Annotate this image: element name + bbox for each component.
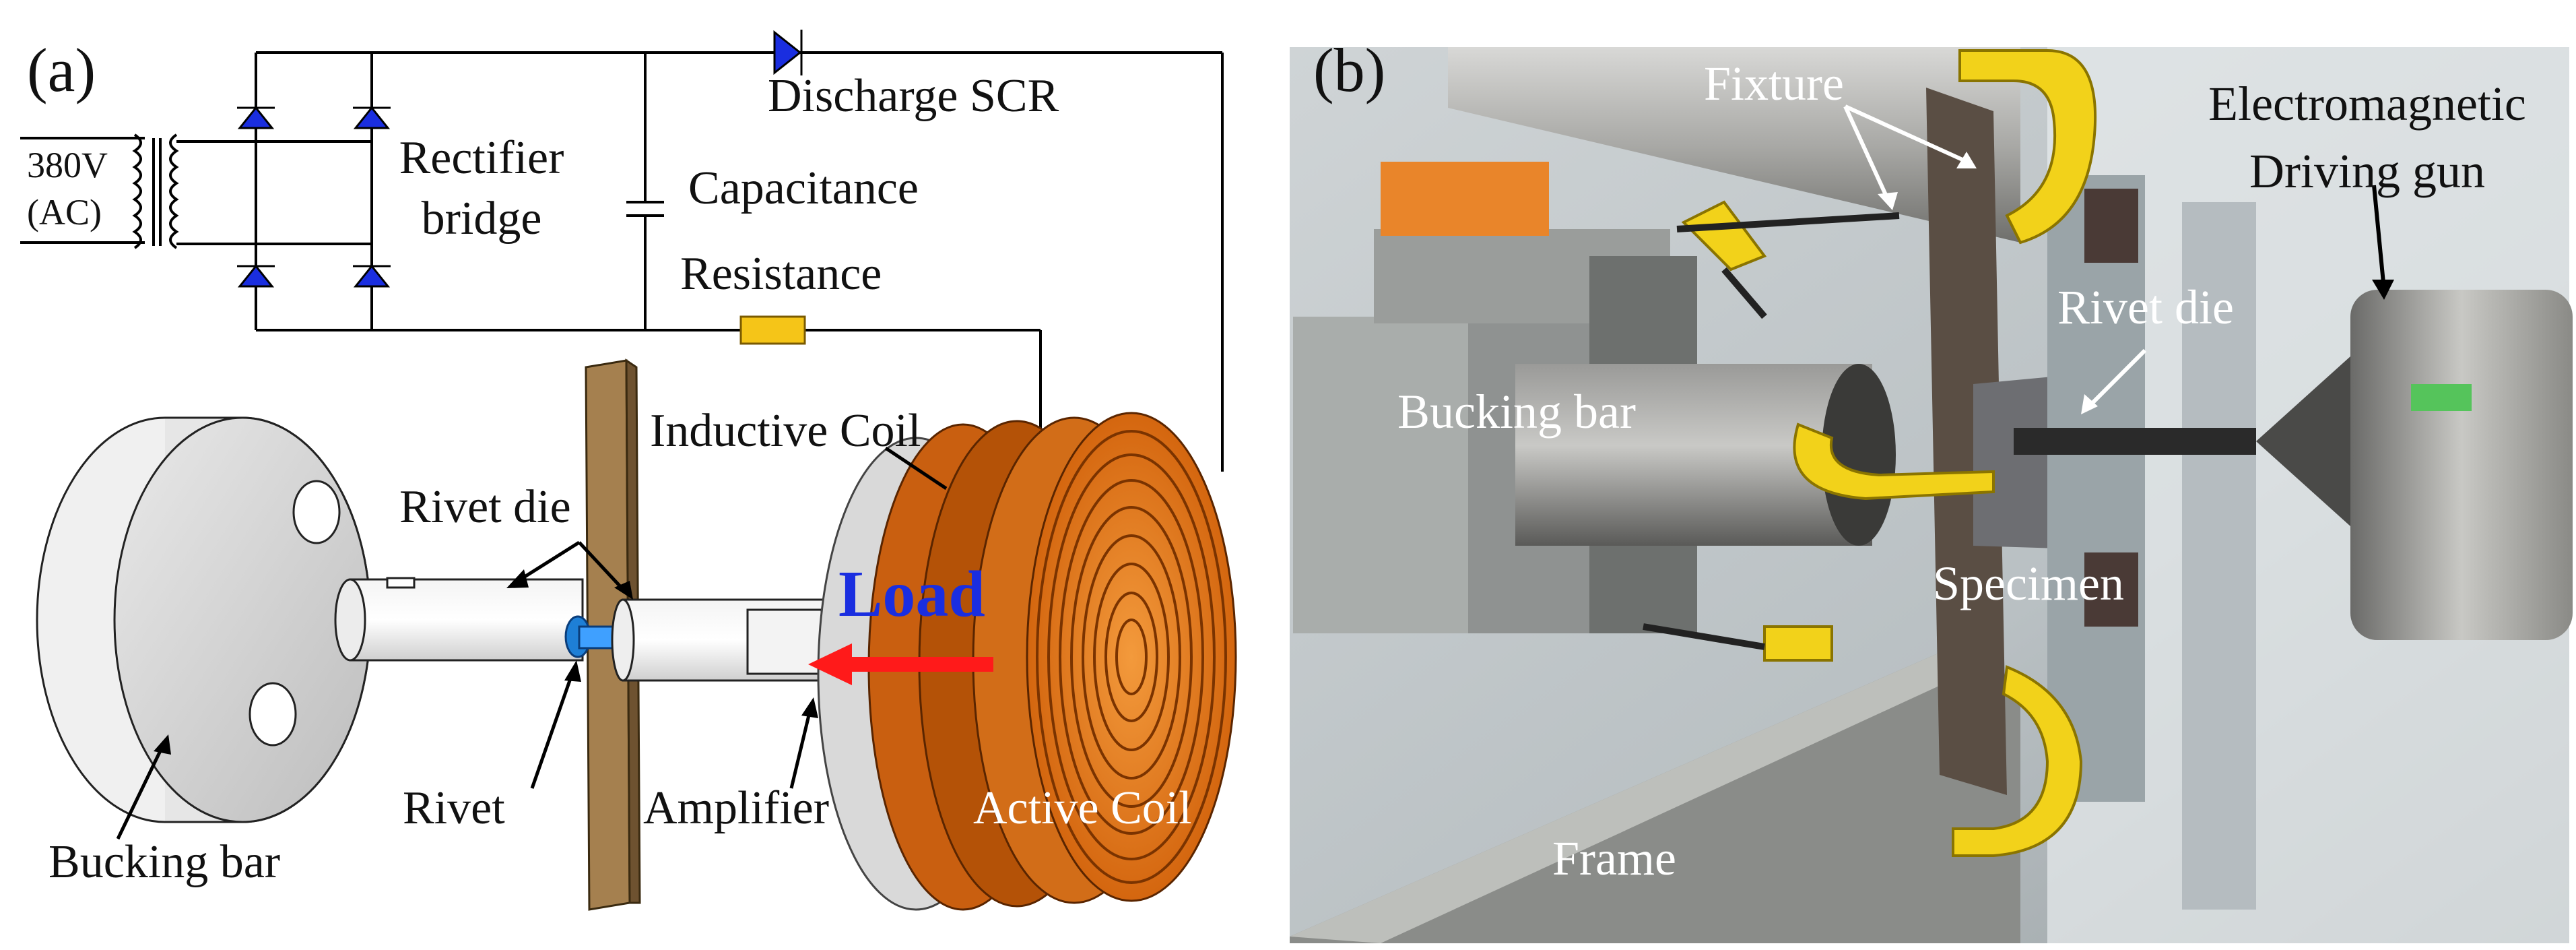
- bucking-bar-label-a: Bucking bar: [48, 836, 281, 888]
- electromagnetic-label-line1: Electromagnetic: [2208, 77, 2526, 131]
- resistance-label: Resistance: [680, 248, 882, 300]
- rivet-label: Rivet: [403, 782, 505, 834]
- amplifier-label: Amplifier: [643, 782, 830, 834]
- panel-b-letter: (b): [1313, 36, 1386, 104]
- rectifier-diodes: [237, 30, 803, 288]
- panel-a-amplifier: [611, 592, 843, 689]
- panel-a-bucking-bar-3d: [36, 416, 584, 823]
- voltage-type-label: (AC): [27, 192, 102, 232]
- specimen-label: Specimen: [1933, 557, 2124, 610]
- panel-a-arrowheads: [154, 569, 818, 755]
- resistor-symbol: [739, 315, 806, 345]
- bucking-bar-label-b: Bucking bar: [1397, 385, 1636, 439]
- panel-a-letter: (a): [27, 36, 96, 104]
- discharge-scr-label: Discharge SCR: [768, 70, 1059, 122]
- panel-b-arrowheads: [1878, 152, 2394, 414]
- rivet-die-label-b: Rivet die: [2057, 280, 2234, 334]
- panel-b-leader-lines: [1843, 104, 2147, 410]
- load-arrow: [808, 643, 993, 685]
- frame-label: Frame: [1552, 831, 1676, 885]
- capacitance-label: Capacitance: [688, 162, 919, 214]
- rivet-die-label-a: Rivet die: [399, 481, 571, 533]
- rectifier-label-line2: bridge: [421, 193, 542, 245]
- voltage-label: 380V: [27, 145, 108, 185]
- rectifier-label-line1: Rectifier: [399, 132, 564, 184]
- load-label: Load: [838, 558, 985, 631]
- electromagnetic-label-line2: Driving gun: [2249, 144, 2485, 198]
- active-coil-label: Active Coil: [973, 782, 1192, 834]
- inductive-coil-label: Inductive Coil: [650, 405, 921, 457]
- panel-b-photo: [1290, 47, 2573, 943]
- fixture-label: Fixture: [1704, 57, 1844, 110]
